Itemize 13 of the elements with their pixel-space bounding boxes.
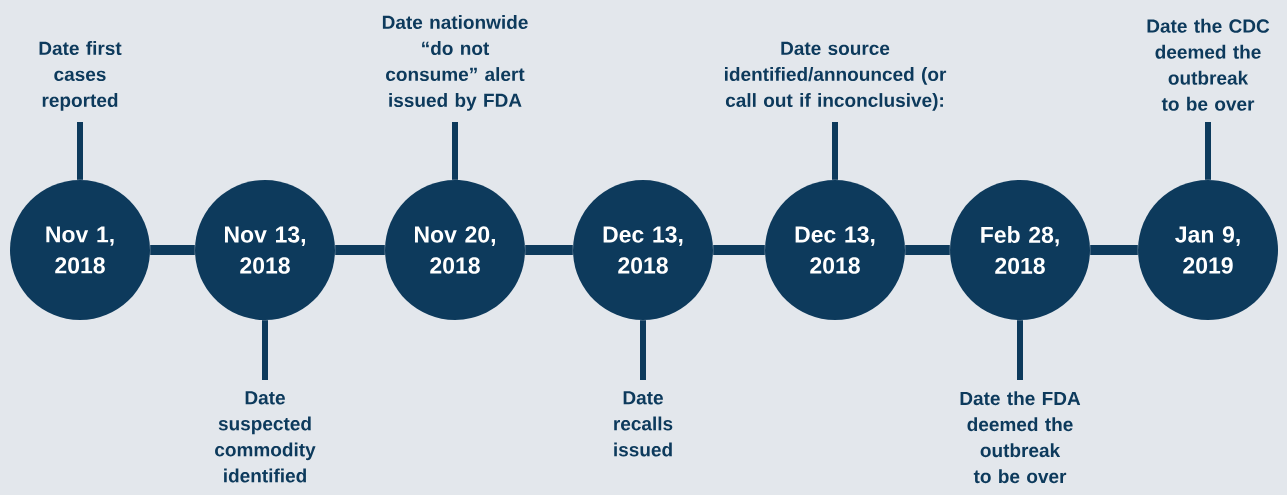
event-label: Date the CDC deemed the outbreak to be over xyxy=(1147,18,1270,111)
timeline-connector xyxy=(335,245,385,255)
timeline-connector xyxy=(713,245,765,255)
timeline-connector xyxy=(1090,245,1138,255)
event-label: Date nationwide “do not consume” alert issued by FDA xyxy=(382,15,528,111)
timeline-connector xyxy=(905,245,950,255)
event-label: Date the FDA deemed the outbreak to be over xyxy=(960,391,1081,484)
event-label: Date recalls issued xyxy=(614,391,673,457)
event-label: Date suspected commodity identified xyxy=(215,391,316,483)
event-label: Date source identified/announced (or call out if inconclusive): xyxy=(725,41,947,111)
event-label: Date first cases reported xyxy=(39,41,122,111)
timeline-connector xyxy=(525,245,573,255)
timeline-connector xyxy=(150,245,195,255)
